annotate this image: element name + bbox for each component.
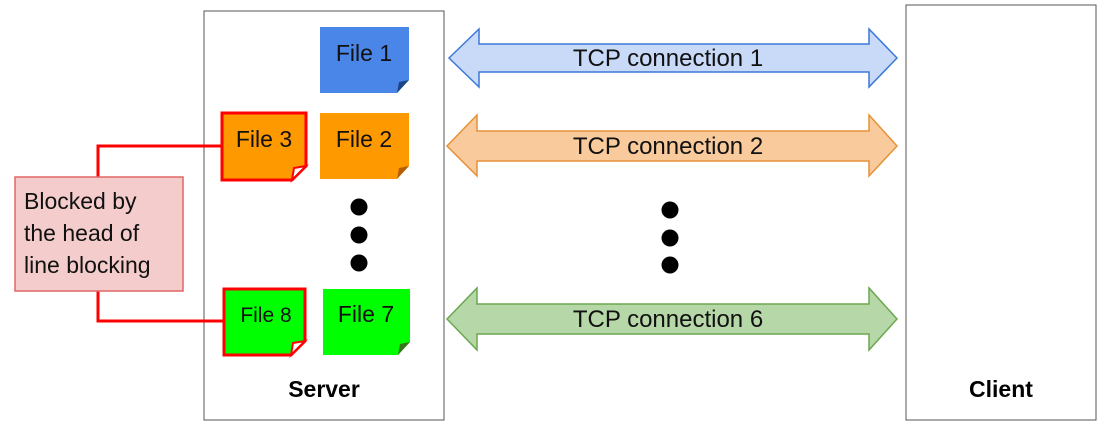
server-ellipsis-dot-2 (350, 226, 368, 244)
file-1-body (320, 27, 409, 93)
file-2-label: File 2 (336, 126, 392, 152)
file-7-note: File 7 (323, 289, 410, 355)
client-label: Client (969, 376, 1033, 402)
connection-ellipsis-dot-1 (661, 201, 679, 219)
blocked-note-line-1: Blocked by (24, 188, 137, 214)
file-7-body (323, 289, 410, 355)
file-7-label: File 7 (338, 301, 394, 327)
tcp-connection-6-arrow: TCP connection 6 (445, 286, 899, 352)
file-7-fold (398, 342, 410, 355)
connector-to-file-8 (96, 291, 224, 323)
file-1-label: File 1 (336, 40, 392, 66)
tcp-connection-2-label: TCP connection 2 (573, 133, 763, 160)
server-ellipsis-dot-3 (350, 254, 368, 272)
file-2-body (320, 113, 409, 179)
tcp-connection-1-arrow: TCP connection 1 (447, 27, 899, 89)
tcp-connection-1-label: TCP connection 1 (573, 45, 763, 72)
file-2-note: File 2 (320, 113, 409, 179)
blocked-note-box (14, 176, 184, 292)
file-3-note: File 3 (220, 111, 309, 183)
connection-ellipsis-dot-3 (661, 256, 679, 274)
tcp-connection-2-arrow: TCP connection 2 (445, 113, 899, 178)
server-ellipsis-dot-1 (350, 198, 368, 216)
tcp-connection-2-shape (445, 113, 899, 178)
file-8-fold (289, 339, 308, 358)
blocked-note-line-3: line blocking (24, 252, 151, 278)
client-box (905, 4, 1097, 421)
connection-ellipsis-dot-2 (661, 229, 679, 247)
blocked-note: Blocked by the head of line blocking (14, 176, 184, 292)
file-2-fold (397, 166, 409, 179)
blocked-connector (96, 144, 224, 323)
file-3-label: File 3 (236, 126, 292, 152)
file-1-note: File 1 (320, 27, 409, 93)
tcp-connection-6-label: TCP connection 6 (573, 306, 763, 333)
file-1-fold (397, 80, 409, 93)
tcp-connection-6-shape (445, 286, 899, 352)
server-label: Server (288, 376, 360, 402)
tcp-connection-1-shape (447, 27, 899, 89)
file-3-fold (290, 164, 309, 183)
blocked-note-line-2: the head of (24, 220, 140, 246)
file-8-note: File 8 (222, 287, 308, 358)
connector-to-file-3 (96, 144, 222, 177)
file-8-label: File 8 (240, 304, 291, 327)
